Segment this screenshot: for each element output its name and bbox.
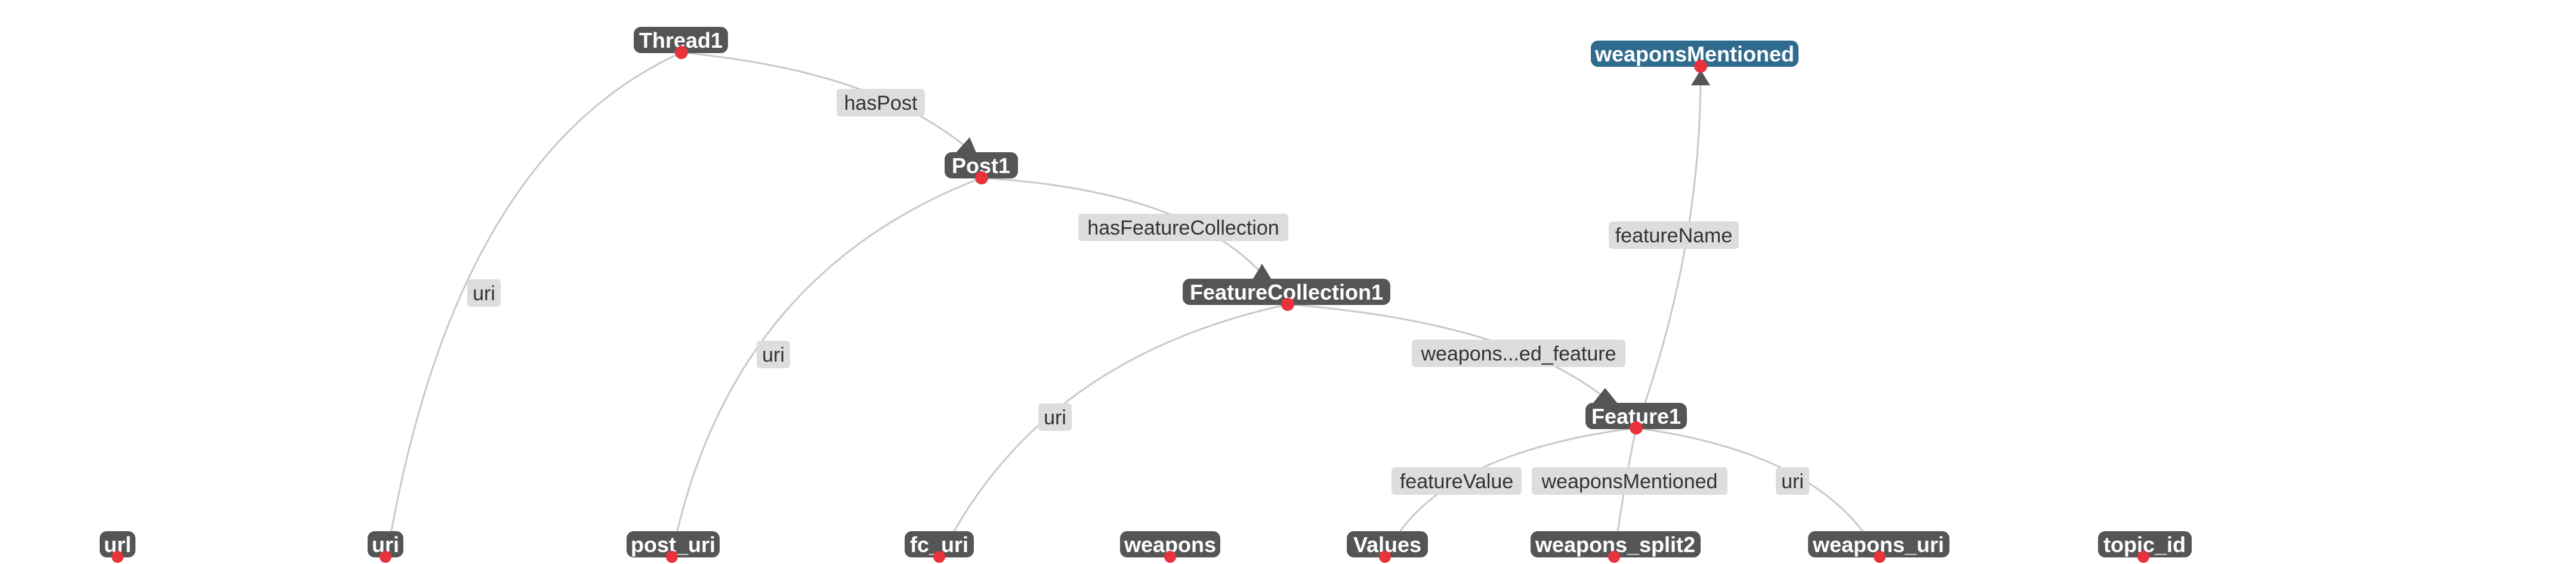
edge-label-hasPost[interactable]: hasPost <box>837 89 925 116</box>
edge-label-thread-uri[interactable]: uri <box>467 279 501 307</box>
edge-label-text: featureName <box>1615 224 1733 247</box>
edge-hasPost <box>681 51 977 156</box>
nodes: Thread1 Post1 FeatureCollection1 Feature… <box>100 27 2192 563</box>
node-feature1[interactable]: Feature1 <box>1585 403 1687 434</box>
edges <box>385 51 1881 559</box>
node-anchor[interactable] <box>666 551 678 563</box>
edge-label-fc-uri[interactable]: uri <box>1038 403 1072 431</box>
node-fc-uri[interactable]: fc_uri <box>905 531 974 563</box>
edge-label-text: uri <box>762 344 785 366</box>
arrowhead-feature1 <box>1593 388 1617 403</box>
edge-label-text: uri <box>473 282 495 305</box>
node-anchor[interactable] <box>1379 551 1391 563</box>
node-weapons-split2[interactable]: weapons_split2 <box>1531 531 1701 563</box>
node-uri[interactable]: uri <box>368 531 403 563</box>
edge-label-hasFeatureCollection[interactable]: hasFeatureCollection <box>1078 214 1288 241</box>
arrowhead-weaponsMentioned <box>1691 70 1710 85</box>
node-anchor[interactable] <box>975 171 988 184</box>
node-anchor[interactable] <box>112 551 124 563</box>
edge-label-text: uri <box>1044 406 1066 429</box>
node-values[interactable]: Values <box>1347 531 1428 563</box>
edge-label-feature-uri[interactable]: uri <box>1776 467 1809 495</box>
node-weaponsmentioned[interactable]: weaponsMentioned <box>1591 41 1798 73</box>
node-anchor[interactable] <box>1694 60 1707 73</box>
node-anchor[interactable] <box>1874 551 1886 563</box>
node-anchor[interactable] <box>1164 551 1176 563</box>
node-thread1[interactable]: Thread1 <box>634 27 728 59</box>
edge-thread-uri <box>385 51 682 559</box>
node-anchor[interactable] <box>2137 551 2149 563</box>
edge-label-text: weaponsMentioned <box>1541 470 1718 493</box>
node-featurecollection1[interactable]: FeatureCollection1 <box>1183 279 1390 311</box>
edge-label-featureValue[interactable]: featureValue <box>1392 467 1522 495</box>
node-weapons[interactable]: weapons <box>1120 531 1220 563</box>
edge-label-featureName[interactable]: featureName <box>1609 221 1739 249</box>
edge-label-text: hasPost <box>844 92 918 115</box>
edge-label-text: hasFeatureCollection <box>1087 217 1279 239</box>
node-label: weaponsMentioned <box>1594 42 1794 66</box>
edge-label-weaponsMentioned[interactable]: weaponsMentioned <box>1532 467 1727 495</box>
edge-hasFeatureCollection <box>981 177 1269 281</box>
node-topic-id[interactable]: topic_id <box>2098 531 2192 563</box>
node-url[interactable]: url <box>100 531 135 563</box>
node-post1[interactable]: Post1 <box>945 152 1018 184</box>
edge-weapons-feature <box>1287 303 1612 404</box>
edge-label-text: weapons...ed_feature <box>1420 343 1616 365</box>
node-weapons-uri[interactable]: weapons_uri <box>1808 531 1949 563</box>
arrowhead-fc1 <box>1252 264 1272 281</box>
edge-label-text: uri <box>1781 470 1804 493</box>
node-anchor[interactable] <box>380 551 391 563</box>
edge-label-text: featureValue <box>1400 470 1513 493</box>
edge-featureName <box>1635 74 1702 429</box>
node-anchor[interactable] <box>1630 421 1643 434</box>
edge-fc-uri <box>939 303 1288 559</box>
node-post-uri[interactable]: post_uri <box>627 531 720 563</box>
node-anchor[interactable] <box>933 551 945 563</box>
edge-label-weapons-feature[interactable]: weapons...ed_feature <box>1412 340 1625 367</box>
node-anchor[interactable] <box>1281 298 1294 311</box>
edge-post-uri <box>670 177 982 559</box>
node-anchor[interactable] <box>1608 551 1620 563</box>
node-anchor[interactable] <box>675 46 688 59</box>
edge-label-post-uri[interactable]: uri <box>757 341 790 368</box>
edge-labels: hasPost uri hasFeatureCollection uri wea… <box>467 89 1809 495</box>
